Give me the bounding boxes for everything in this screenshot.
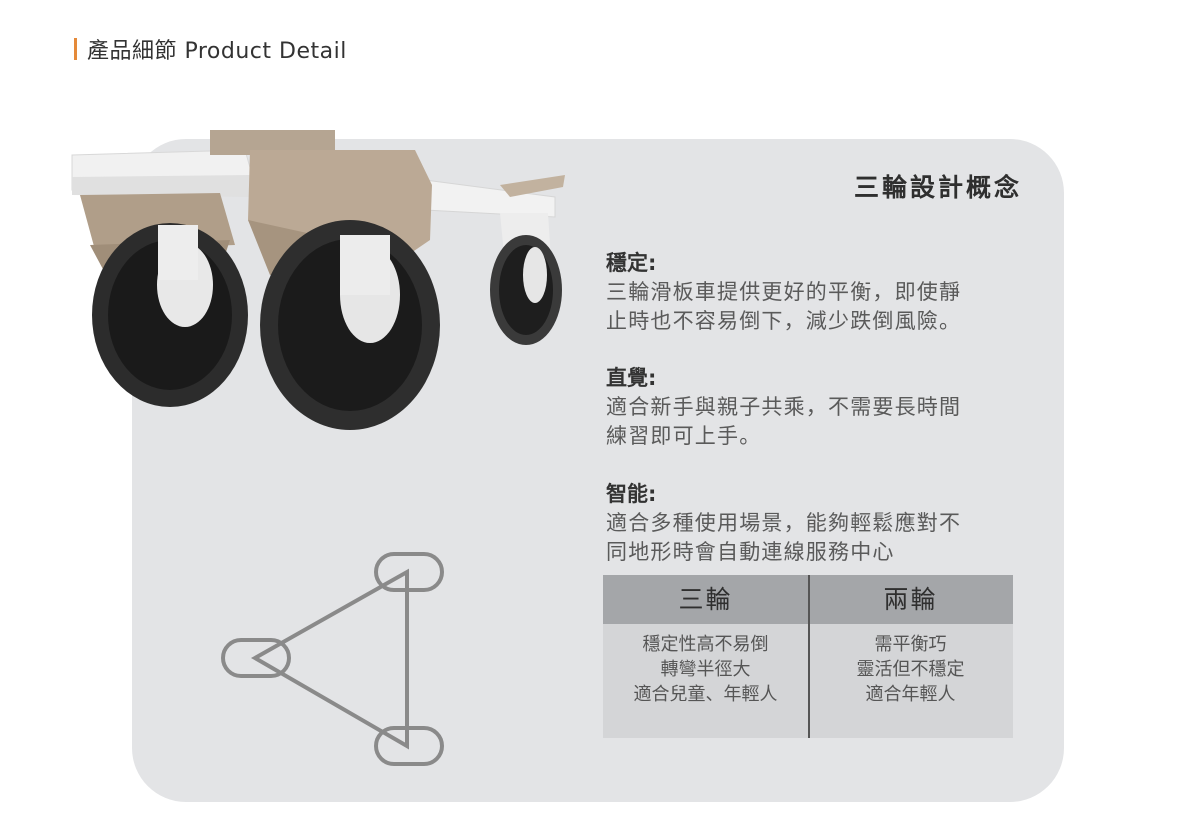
comparison-table: 三輪 兩輪 穩定性高不易倒 轉彎半徑大 適合兒童、年輕人 需平衡巧 靈活但不穩定…	[603, 575, 1013, 738]
cell-line: 適合兒童、年輕人	[633, 684, 778, 705]
feature-line: 止時也不容易倒下，減少跌倒風險。	[606, 309, 962, 333]
feature-title: 穩定:	[606, 251, 657, 275]
concept-title: 三輪設計概念	[853, 173, 1022, 202]
three-wheel-header: 三輪	[678, 585, 733, 614]
feature-smart: 智能: 適合多種使用場景，能夠輕鬆應對不 同地形時會自動連線服務中心	[606, 479, 1006, 567]
section-title: 產品細節 Product Detail	[87, 39, 347, 64]
tricycle-layout-diagram	[221, 552, 444, 766]
accent-bar	[74, 38, 77, 60]
feature-line: 適合多種使用場景，能夠輕鬆應對不	[606, 511, 962, 535]
feature-title: 直覺:	[606, 366, 657, 390]
cell-line: 需平衡巧	[874, 634, 947, 655]
two-wheel-cell: 需平衡巧 靈活但不穩定 適合年輕人	[808, 632, 1013, 707]
feature-line: 三輪滑板車提供更好的平衡，即使靜	[606, 280, 962, 304]
cell-line: 穩定性高不易倒	[642, 634, 769, 655]
feature-line: 適合新手與親子共乘，不需要長時間	[606, 395, 962, 419]
column-divider	[808, 575, 810, 738]
two-wheel-header: 兩輪	[883, 585, 938, 614]
cell-line: 靈活但不穩定	[856, 659, 965, 680]
feature-intuitive: 直覺: 適合新手與親子共乘，不需要長時間 練習即可上手。	[606, 363, 1006, 451]
feature-line: 練習即可上手。	[606, 424, 762, 448]
feature-title: 智能:	[606, 482, 657, 506]
section-header: 產品細節 Product Detail	[74, 34, 347, 64]
cell-line: 轉彎半徑大	[660, 659, 751, 680]
feature-stability: 穩定: 三輪滑板車提供更好的平衡，即使靜 止時也不容易倒下，減少跌倒風險。	[606, 248, 1006, 336]
scooter-wheels-illustration	[71, 130, 565, 430]
three-wheel-cell: 穩定性高不易倒 轉彎半徑大 適合兒童、年輕人	[603, 632, 808, 707]
feature-line: 同地形時會自動連線服務中心	[606, 540, 895, 564]
cell-line: 適合年輕人	[865, 684, 956, 705]
